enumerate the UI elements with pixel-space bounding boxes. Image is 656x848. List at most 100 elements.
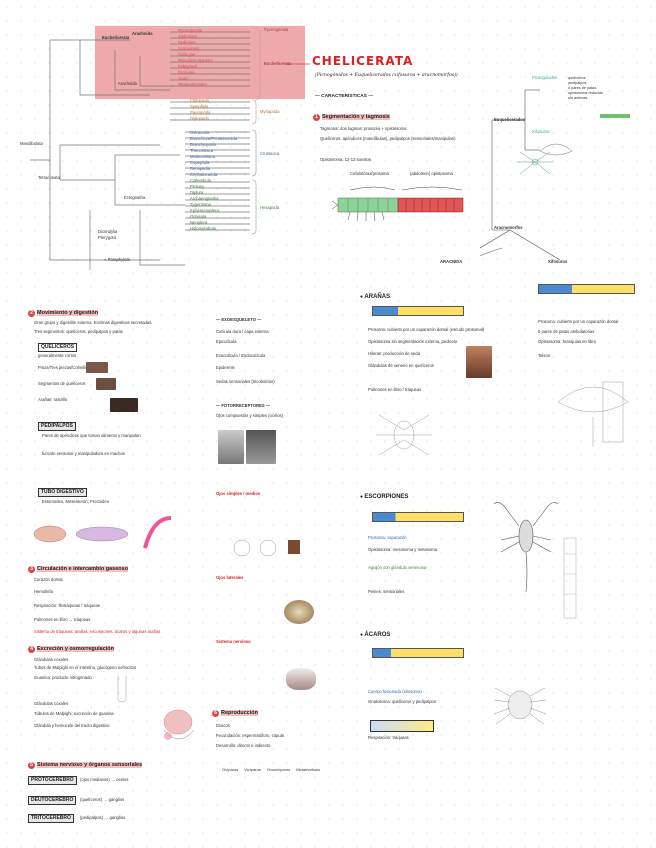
- circulation-line-4: Pulmones en libro → tráqueas: [34, 617, 91, 622]
- scorpion-metasoma-sketch: [563, 537, 577, 619]
- taxon-label: Archaeognatha: [190, 196, 219, 201]
- taxon-label: Pauropoda: [190, 110, 211, 115]
- xifosuros-line-3: Opistosoma: branquias en libro: [538, 339, 596, 344]
- reproduction-tag: Ovíparos: [222, 767, 239, 772]
- section-number-5: 5: [28, 762, 35, 769]
- segmentation-line-2: Quelíceros: apéndices (mandíbulas), pedi…: [320, 136, 456, 141]
- exoskeleton-heading: — EXOESQUELETO —: [216, 317, 262, 322]
- taxon-label: Zygentoma: [190, 202, 211, 207]
- legend-paraphyletic: = Paraphyletic: [104, 257, 131, 262]
- excretory-system-sketch: [163, 709, 195, 740]
- page-subtitle: (Picnogónidos + Euquelicerados (xifosuro…: [315, 73, 458, 78]
- characteristics-heading: — CARACTERISTICAS —: [315, 94, 374, 99]
- circulation-line-5: Sistema de tráqueas: arañas, escorpiones…: [34, 629, 161, 634]
- circulation-line-3: Respiración: filotráqueas / tráqueas: [34, 603, 100, 608]
- movement-heading-text: Movimiento y digestión: [37, 310, 99, 316]
- exoskeleton-line-1: Cutícula dura / capa externa: [216, 329, 269, 334]
- mite-illustration: [493, 687, 547, 725]
- lateral-eye-photo: [284, 600, 314, 624]
- nervous-heading-text: Sistema nervioso y órganos sensoriales: [37, 762, 143, 768]
- xifosuros-line-2: 5 pares de patas ambulatorias: [538, 329, 595, 334]
- circulation-line-2: Hemolinfa: [34, 589, 53, 594]
- node-arachnida: Arachnida: [132, 31, 153, 36]
- taxon-label: Xiphosura: [178, 34, 197, 39]
- chelicera-photo-3: [110, 398, 138, 412]
- taxon-label: Diplopoda: [190, 116, 209, 121]
- opistosoma-label: (abdomen) opistosoma: [410, 171, 453, 176]
- escorpiones-line-1: Prosoma: caparazón: [368, 535, 407, 540]
- xifosuros-branch-label: Xifosuros: [548, 259, 568, 264]
- euchelicerata-cladogram: Picnogónidos Euquelicerados Xifosuros Ar…: [440, 70, 650, 270]
- taxon-label: Solifugae: [178, 52, 196, 57]
- acaros-line-2: Gnatosoma: quelíceros y pedipalpos: [368, 699, 436, 704]
- box-line: opistosoma reducido: [568, 91, 604, 95]
- acaros-heading: ÁCAROS: [360, 632, 390, 638]
- taxon-label: Collembola: [190, 178, 211, 183]
- excretion-heading-text: Excreción y osmorregulación: [37, 646, 115, 652]
- tag-deutocerebro: DEUTOCEREBRO: [28, 796, 77, 805]
- taxon-label: Branchiopoda: [190, 142, 216, 147]
- box-line: quelíceros: [568, 76, 586, 80]
- acaros-line-1: Cuerpo fusionado (idiosoma): [368, 689, 422, 694]
- taxon-label: Copepoda: [190, 160, 210, 165]
- box-line: 4 pares de patas: [568, 86, 597, 90]
- picnogonidos-label: Picnogónidos: [532, 75, 558, 80]
- exoskeleton-line-3: Exocutícula / Endocutícula: [216, 353, 266, 358]
- page-title: CHELICERATA: [312, 54, 414, 68]
- reproduction-line-3: Desarrollo: directo e indirecto: [216, 743, 271, 748]
- box-line: pedipalpos: [568, 81, 587, 85]
- acaros-highlight-box: [370, 720, 434, 732]
- taxon-label: Scorpiones: [178, 46, 199, 51]
- spider-anatomy-sketch: [376, 414, 432, 456]
- segmentation-line-1: Tagmosis: dos tagmas: prosoma + opistoso…: [320, 126, 407, 131]
- aranas-line-1: Prosoma: cubierto por un caparazón dorsa…: [368, 327, 485, 332]
- body-segments-svg: [331, 186, 464, 222]
- taxon-label: Pycnogonida: [178, 28, 203, 33]
- movement-line-5: Arañas: rastrillo: [38, 397, 68, 402]
- taxon-label: Cephalocarida: [190, 172, 218, 177]
- prosoma-label: Cefalotórax/prosoma: [350, 171, 389, 176]
- phylogeny-tree-svg: [30, 26, 310, 270]
- chelicerate-body-diagram: Cefalotórax/prosoma (abdomen) opistosoma: [330, 171, 475, 232]
- group-euchelicerata: Euchelicerata: [264, 61, 292, 66]
- reproduction-tag: Metamorfosis: [296, 767, 321, 772]
- taxon-label: Ephemeroptera: [190, 208, 219, 213]
- excretion-line-1: Glándulas coxales: [34, 657, 69, 662]
- movement-line-4: Segmentos de quelíceros: [38, 381, 86, 386]
- aracnomorfos-label: Aracnomorfos: [494, 225, 523, 230]
- section-number-6: 6: [212, 710, 219, 717]
- taxon-label: Protura: [190, 184, 204, 189]
- queliceros-note: generalmente cortos: [38, 353, 77, 358]
- xifosuros-line-4: Telson: [538, 353, 551, 358]
- movement-line-3: Pinza/Tres piezas/Colmillo: [38, 365, 88, 370]
- tag-pedipalpos: PEDIPALPOS: [38, 422, 76, 431]
- escorpiones-segment-strip: [372, 512, 464, 522]
- nervous-system-photo: [286, 668, 316, 690]
- pedipalpos-note: Pares de apéndices que toman alimento y …: [42, 433, 141, 438]
- movement-line-2: Tres segmentos: quelíceros, pedipalpos y…: [34, 329, 123, 334]
- eyes-heading-1: Ojos simples / medios: [216, 491, 261, 496]
- eyes-heading-2: Ojos laterales: [216, 575, 244, 580]
- excretion-line-2: Tubos de Malpighi en el intestino, glucó…: [34, 665, 137, 670]
- group-hexapoda: Hexapoda: [260, 205, 280, 210]
- node-pterygota: Pterygota: [98, 235, 116, 240]
- movement-line-1: Gran grupo y digestión externa. Enzimas …: [34, 320, 153, 325]
- node-arachnida-2: Arachnida: [118, 81, 137, 86]
- pycnogonid-sketch: [517, 151, 553, 175]
- excretion-line-4: Glándulas coxales: [34, 701, 69, 706]
- exoskeleton-line-2: Epicutícula: [216, 339, 237, 344]
- tag-tritocerebro: TRITOCEREBRO: [28, 814, 74, 823]
- acaros-segment-strip: [372, 648, 464, 658]
- taxon-label: Symphyla: [190, 104, 209, 109]
- tag-protocerebro: PROTOCEREBRO: [28, 776, 77, 785]
- node-ectognatha: Ectognatha: [124, 195, 146, 200]
- photoreceptors-heading: — FOTORRECEPTORES —: [216, 403, 271, 408]
- reproduction-heading-text: Reproducción: [221, 710, 258, 716]
- xifosuros-segment-strip: [538, 284, 635, 294]
- group-myriapoda: Myriapoda: [260, 109, 280, 114]
